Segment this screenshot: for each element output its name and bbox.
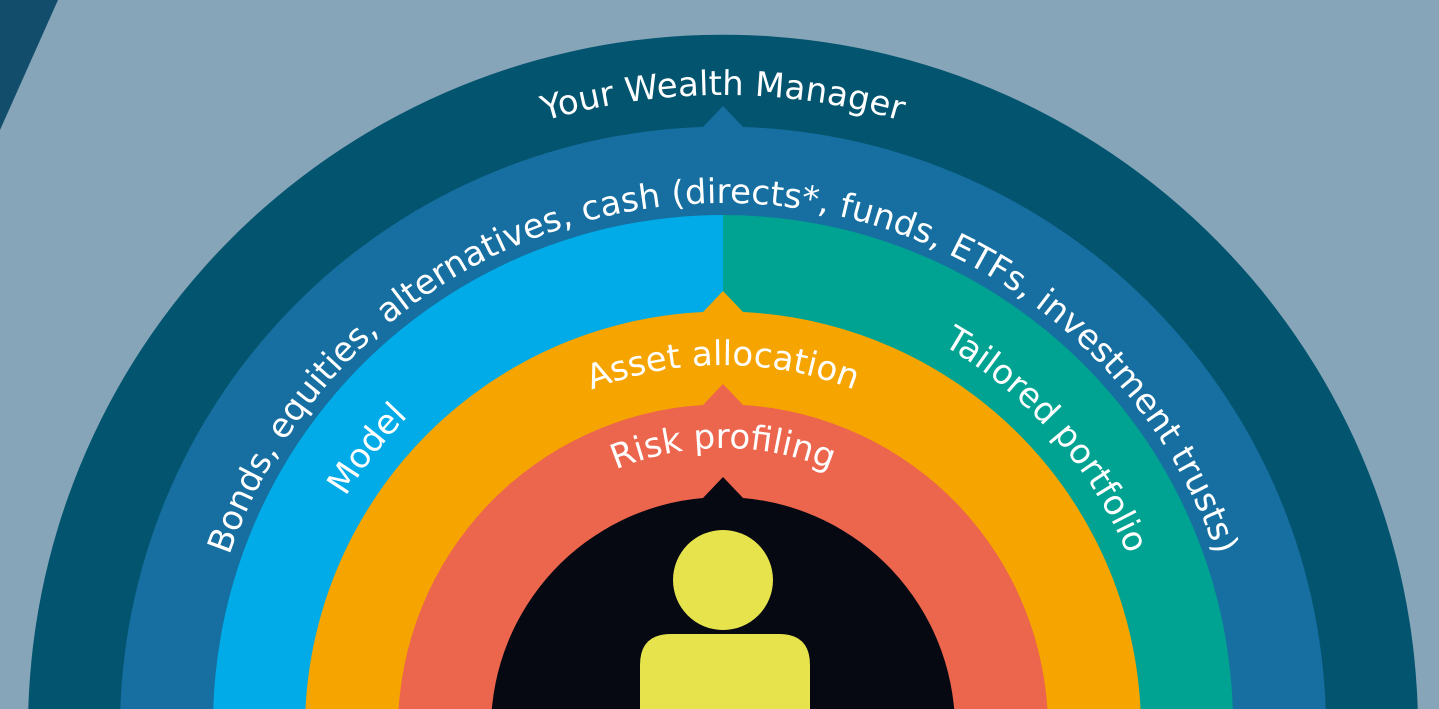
corner-wedge <box>0 0 58 130</box>
person-icon <box>640 530 810 709</box>
